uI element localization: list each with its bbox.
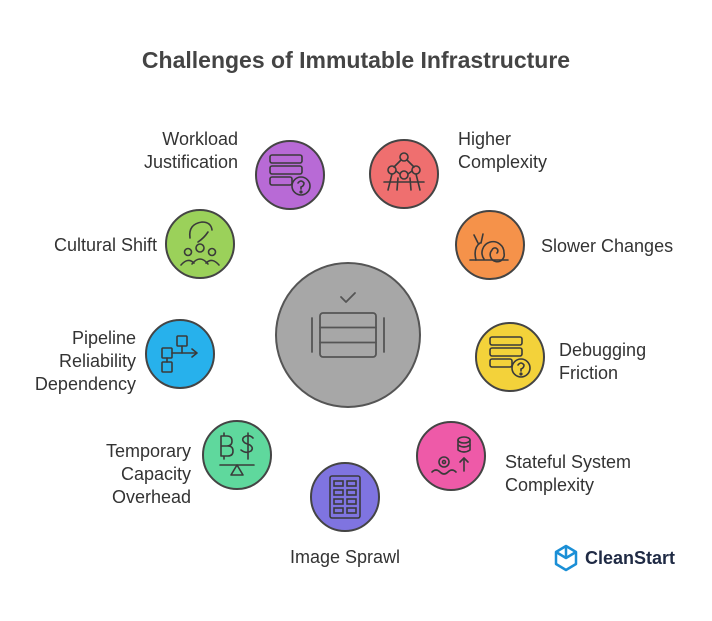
node-workload <box>255 140 325 210</box>
label-complexity: Higher Complexity <box>458 128 547 174</box>
label-pipeline: Pipeline Reliability Dependency <box>35 327 136 396</box>
node-complexity <box>369 139 439 209</box>
label-line: Overhead <box>111 487 191 507</box>
node-slower <box>455 210 525 280</box>
label-line: Temporary <box>105 441 191 461</box>
server-question-icon <box>489 336 531 378</box>
network-nodes-icon <box>383 152 425 191</box>
node-pipeline <box>145 319 215 389</box>
label-slower: Slower Changes <box>541 235 673 258</box>
diagram-title: Challenges of Immutable Infrastructure <box>141 47 571 73</box>
label-line: Friction <box>559 363 619 383</box>
currency-balance-icon <box>219 432 255 476</box>
brand-logo: CleanStart <box>553 543 675 573</box>
pipeline-flow-icon <box>161 335 198 373</box>
server-question-icon <box>269 154 311 196</box>
node-debugging <box>475 322 545 392</box>
label-line: Capacity <box>120 464 191 484</box>
node-stateful <box>416 421 486 491</box>
label-line: Dependency <box>34 374 136 394</box>
label-temporary: Temporary Capacity Overhead <box>106 440 191 509</box>
label-line: Slower Changes <box>541 236 674 256</box>
label-line: Pipeline <box>71 328 136 348</box>
label-line: Complexity <box>458 152 548 172</box>
label-line: Higher <box>458 129 512 149</box>
label-line: Cultural Shift <box>53 235 157 255</box>
server-check-icon <box>311 292 385 358</box>
label-sprawl: Image Sprawl <box>275 546 415 569</box>
snail-icon <box>469 233 509 263</box>
brand-name: CleanStart <box>585 547 676 568</box>
label-line: Debugging <box>559 340 647 360</box>
node-cultural <box>165 209 235 279</box>
node-temporary <box>202 420 272 490</box>
label-line: Stateful System <box>505 452 632 472</box>
label-line: Reliability <box>58 351 136 371</box>
label-line: Image Sprawl <box>289 547 401 567</box>
label-debugging: Debugging Friction <box>559 339 646 385</box>
label-line: Workload <box>162 129 238 149</box>
label-stateful: Stateful System Complexity <box>505 451 631 497</box>
storage-grid-icon <box>329 475 361 519</box>
hub <box>275 262 421 408</box>
cube-logo-icon <box>554 544 578 572</box>
label-cultural: Cultural Shift <box>54 234 157 257</box>
node-sprawl <box>310 462 380 532</box>
label-workload: Workload Justification <box>144 128 238 174</box>
label-line: Justification <box>143 152 238 172</box>
label-line: Complexity <box>505 475 595 495</box>
database-growth-icon <box>431 436 471 475</box>
team-cycle-icon <box>180 221 220 266</box>
